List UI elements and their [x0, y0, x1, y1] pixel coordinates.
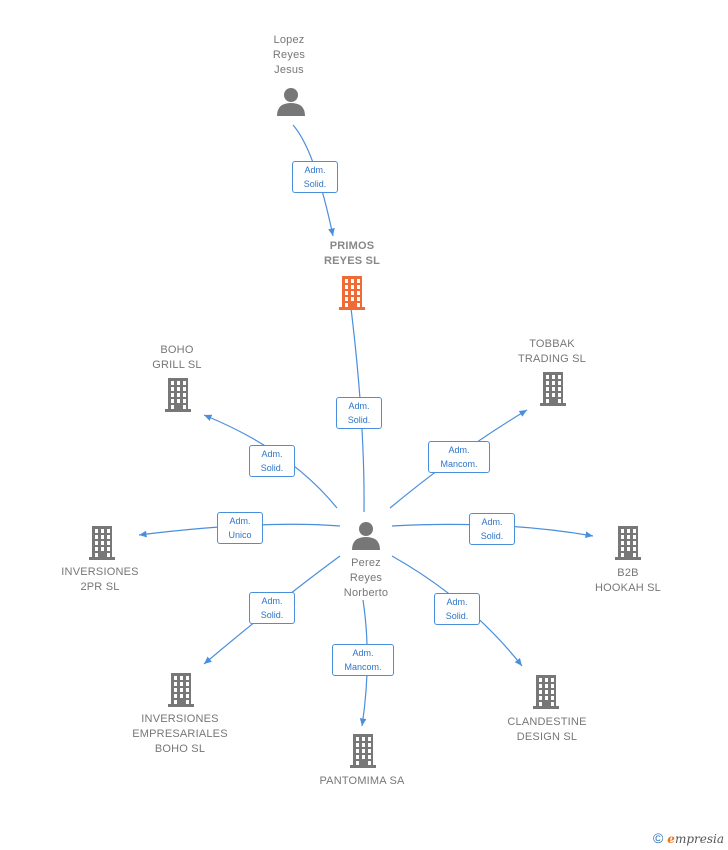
- copyright-icon: ©: [652, 830, 664, 846]
- edge-label-perez-pantomima: Adm. Mancom.: [332, 644, 394, 676]
- building-icon-pantomima[interactable]: [350, 734, 376, 768]
- node-label-primos[interactable]: PRIMOS REYES SL: [323, 240, 380, 267]
- edge-label-perez-boho-grill: Adm. Solid.: [249, 445, 295, 477]
- edge-label-perez-clandestine: Adm. Solid.: [434, 593, 480, 625]
- edge-label-perez-tobbak: Adm. Mancom.: [428, 441, 490, 473]
- node-icons: [89, 88, 641, 768]
- building-icon-boho_grill[interactable]: [165, 378, 191, 412]
- node-label-inv2pr[interactable]: INVERSIONES 2PR SL: [61, 566, 139, 593]
- building-icon-primos[interactable]: [339, 276, 365, 310]
- building-icon-b2b[interactable]: [615, 526, 641, 560]
- node-label-perez[interactable]: Perez Reyes Norberto: [343, 557, 389, 599]
- edge-label-perez-b2b: Adm. Solid.: [469, 513, 515, 545]
- node-label-boho-grill[interactable]: BOHO GRILL SL: [152, 344, 202, 371]
- node-label-clandestine[interactable]: CLANDESTINE DESIGN SL: [507, 716, 587, 743]
- edge-label-perez-inv-emp: Adm. Solid.: [249, 592, 295, 624]
- building-icon-inv2pr[interactable]: [89, 526, 115, 560]
- edge-label-perez-primos: Adm. Solid.: [336, 397, 382, 429]
- node-label-b2b[interactable]: B2B HOOKAH SL: [595, 567, 661, 594]
- node-label-inv-emp[interactable]: INVERSIONES EMPRESARIALES BOHO SL: [132, 713, 228, 755]
- node-label-pantomima[interactable]: PANTOMIMA SA: [319, 775, 405, 787]
- node-label-lopez[interactable]: Lopez Reyes Jesus: [272, 34, 306, 76]
- building-icon-inv_emp[interactable]: [168, 673, 194, 707]
- brand-logo-text: mpresia: [674, 832, 724, 846]
- brand-footer: ©empresia: [653, 830, 724, 846]
- node-label-tobbak[interactable]: TOBBAK TRADING SL: [517, 338, 586, 365]
- person-icon-perez[interactable]: [352, 522, 380, 550]
- person-icon-lopez[interactable]: [277, 88, 305, 116]
- brand-logo-initial: e: [667, 832, 675, 846]
- building-icon-tobbak[interactable]: [540, 372, 566, 406]
- edge-label-perez-inv2pr: Adm. Unico: [217, 512, 263, 544]
- edge-label-lopez-primos: Adm. Solid.: [292, 161, 338, 193]
- building-icon-clandestine[interactable]: [533, 675, 559, 709]
